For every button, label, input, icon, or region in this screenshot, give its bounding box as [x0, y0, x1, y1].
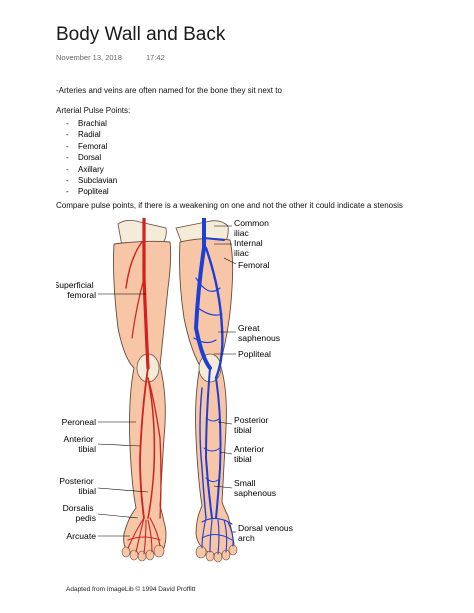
label-anterior-tibial-artery: Anterior tibial	[64, 434, 97, 454]
label-peroneal: Peroneal	[62, 417, 96, 427]
right-leg	[179, 237, 235, 555]
list-item: Axillary	[66, 164, 117, 175]
list-item: Brachial	[66, 118, 117, 129]
label-internal-iliac: Internal iliac	[234, 238, 265, 258]
right-toes	[195, 544, 238, 563]
arteries	[125, 218, 162, 555]
list-item: Dorsal	[66, 152, 117, 163]
label-popliteal: Popliteal	[238, 349, 271, 359]
leg-vessels-diagram: Superficial femoral Peroneal Anterior ti…	[56, 218, 295, 593]
note-time: 17:42	[145, 53, 165, 62]
label-femoral: Femoral	[238, 260, 270, 270]
list-item: Subclavian	[66, 175, 117, 186]
note-naming: -Arteries and veins are often named for …	[56, 86, 282, 95]
left-leg	[113, 240, 172, 555]
label-superficial-femoral: Superficial femoral	[56, 280, 96, 300]
pulse-heading: Arterial Pulse Points:	[56, 106, 131, 115]
image-credit: Adapted from ImageLib © 1994 David Proff…	[66, 585, 196, 593]
note-date: November 13, 2018	[56, 53, 122, 62]
page-title: Body Wall and Back	[56, 24, 226, 45]
label-great-saphenous: Great saphenous	[238, 323, 280, 343]
label-anterior-tibial-vein: Anterior tibial	[234, 444, 266, 464]
list-item: Popliteal	[66, 186, 117, 197]
label-arcuate: Arcuate	[66, 531, 96, 541]
label-posterior-tibial-artery: Posterior tibial	[59, 476, 96, 496]
list-item: Femoral	[66, 141, 117, 152]
list-item: Radial	[66, 129, 117, 140]
label-dorsal-venous-arch: Dorsal venous arch	[238, 523, 295, 543]
note-meta: November 13, 2018 17:42	[56, 53, 187, 62]
label-small-saphenous: Small saphenous	[234, 478, 276, 498]
pulse-point-list: Brachial Radial Femoral Dorsal Axillary …	[66, 118, 117, 198]
veins	[193, 218, 234, 555]
label-common-iliac: Common iliac	[234, 218, 271, 238]
leader-lines	[97, 225, 237, 537]
label-dorsalis-pedis: Dorsalis pedis	[63, 503, 96, 523]
label-posterior-tibial-vein: Posterior tibial	[234, 415, 271, 435]
note-stenosis: Compare pulse points, if there is a weak…	[56, 201, 403, 210]
